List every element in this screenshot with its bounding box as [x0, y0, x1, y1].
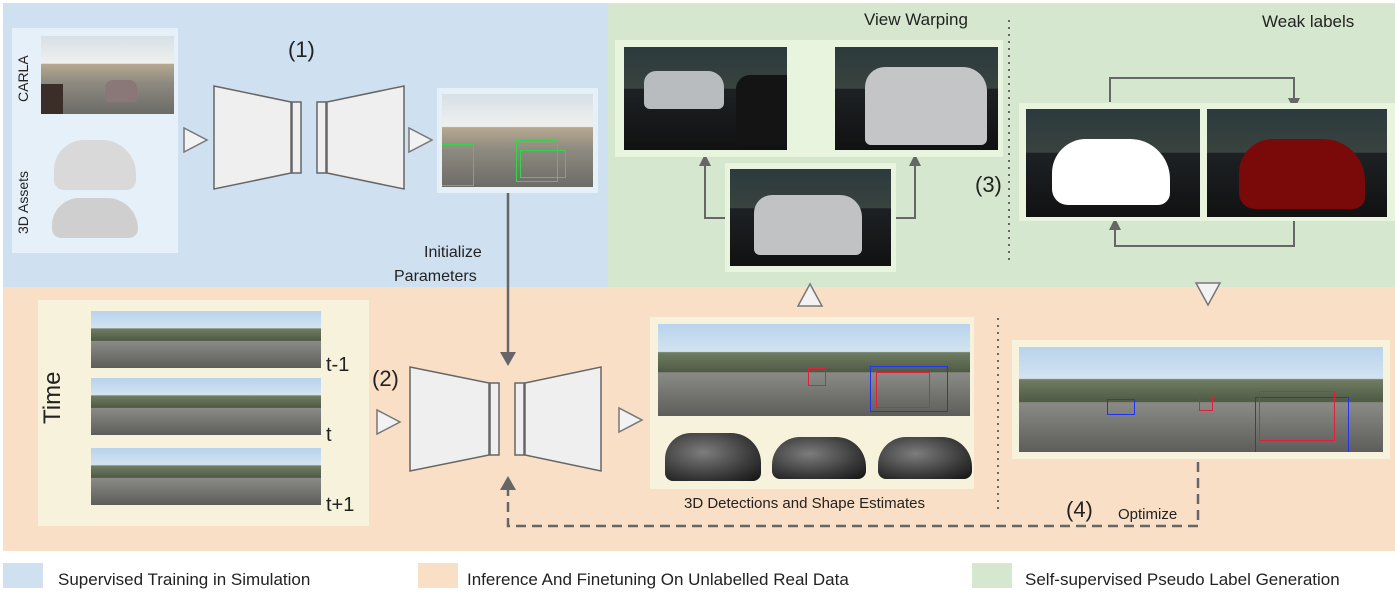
frame-t [91, 378, 321, 435]
initialize-arrowhead [500, 352, 516, 366]
shape-estimate-2 [772, 437, 866, 479]
time-label: Time [39, 371, 66, 424]
3d-asset-car-2 [52, 198, 138, 238]
detections-image [658, 324, 970, 416]
warped-view-right [835, 47, 998, 150]
shape-estimate-3 [878, 437, 972, 479]
weak-label-arrowhead-bottom [1109, 218, 1121, 230]
legend-label-pseudo-label: Self-supervised Pseudo Label Generation [1025, 570, 1340, 589]
weak-labels-frame [1019, 103, 1395, 221]
legend-label-simulation: Supervised Training in Simulation [58, 570, 311, 589]
warp-arrow-left [704, 165, 731, 219]
warp-arrowhead-right [909, 154, 921, 166]
shape-estimate-1 [665, 433, 761, 481]
warp-arrow-right [891, 165, 916, 219]
frame-t-minus-1 [91, 311, 321, 368]
warped-view-left [624, 47, 787, 150]
optimize-label: Optimize [1118, 506, 1178, 523]
legend-swatch-real-data [418, 563, 458, 588]
warp-arrowhead-left [699, 154, 711, 166]
optimize-arrowhead [500, 476, 516, 490]
view-warping-frame [615, 40, 1003, 157]
source-view-frame [725, 163, 896, 272]
step-2-label: (2) [372, 366, 399, 391]
optimized-detections-frame [1012, 340, 1390, 459]
detections-frame [650, 317, 974, 489]
view-warping-title: View Warping [864, 10, 968, 29]
legend-label-real-data: Inference And Finetuning On Unlabelled R… [467, 570, 849, 589]
parameters-label: Parameters [394, 268, 477, 285]
weak-label-arrow-bottom [1114, 218, 1295, 247]
weak-labels-title: Weak labels [1262, 12, 1355, 31]
simulation-sources-frame [12, 28, 178, 253]
flow-arrowhead-2 [408, 126, 434, 154]
flow-arrowhead-1 [183, 126, 209, 154]
step-1-label: (1) [288, 37, 315, 62]
optimize-feedback-arrow [506, 462, 1200, 528]
source-view-image [730, 169, 891, 266]
initialize-label: Initialize [424, 244, 482, 261]
rendered-label-image [1207, 109, 1387, 217]
network-2-encoder-decoder [409, 366, 602, 472]
carla-image [41, 36, 174, 114]
time-sequence-frame [38, 300, 369, 526]
legend-swatch-pseudo-label [972, 563, 1012, 588]
detections-caption: 3D Detections and Shape Estimates [684, 495, 925, 512]
flow-arrowhead-3 [376, 408, 402, 436]
frame-t-plus-1 [91, 448, 321, 505]
frame-label-t-minus-1: t-1 [326, 354, 350, 376]
simulation-output-frame [437, 88, 598, 193]
flow-arrowhead-4 [618, 406, 644, 434]
step-4-label: (4) [1066, 497, 1093, 522]
frame-label-t-plus-1: t+1 [326, 494, 355, 516]
3d-asset-car-1 [54, 140, 136, 190]
frame-label-t: t [326, 424, 332, 446]
flow-arrowhead-down [1194, 282, 1222, 307]
legend-swatch-simulation [3, 563, 43, 588]
optimized-detections-image [1019, 347, 1383, 452]
step-3-label: (3) [975, 172, 1002, 197]
flow-arrowhead-up [796, 282, 824, 307]
mask-image [1026, 109, 1200, 217]
weak-label-arrow-top [1109, 77, 1295, 102]
simulation-detection-image [442, 94, 593, 187]
network-1-encoder-decoder [213, 85, 405, 190]
